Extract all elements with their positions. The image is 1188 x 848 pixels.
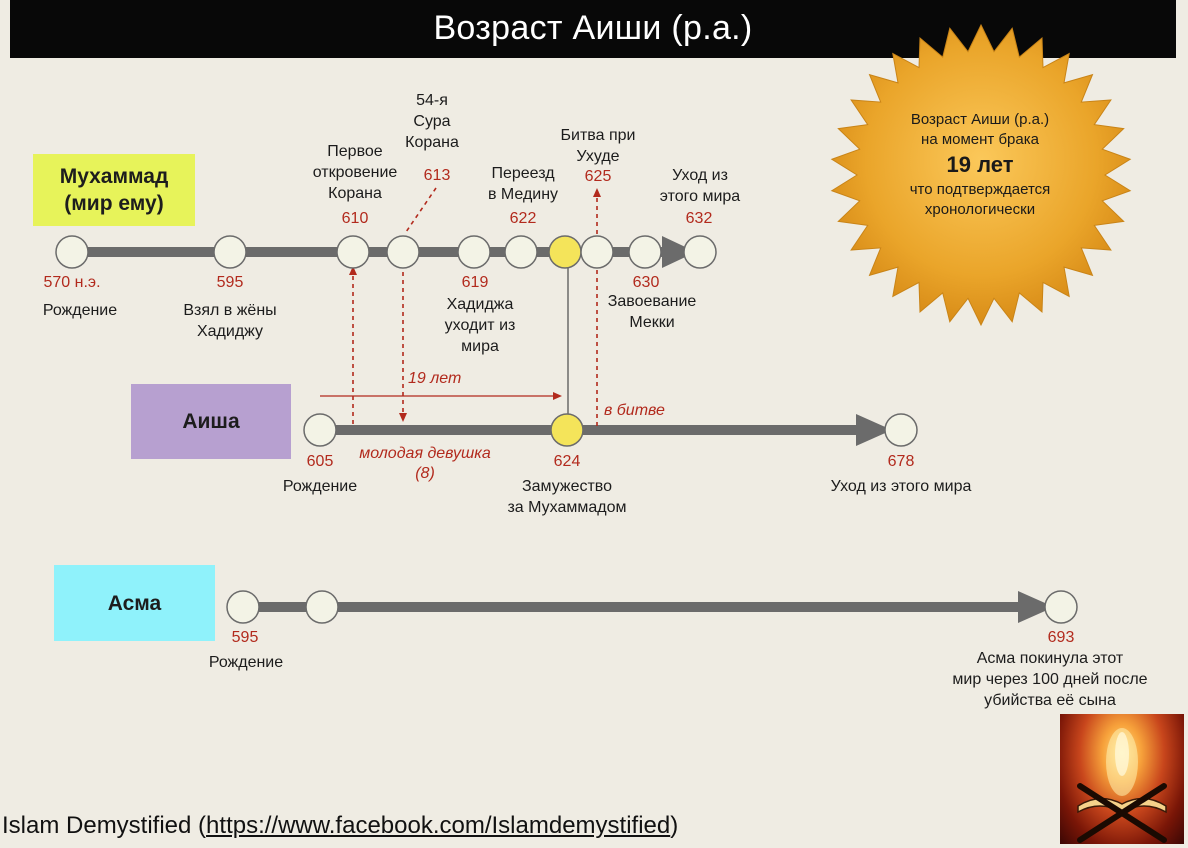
event-678-aisha-death: Уход из этого мира (830, 478, 972, 495)
event-630-conquest-mecca: Завоевание Мекки (592, 291, 712, 333)
muhammad-blessing: (мир ему) (64, 192, 164, 215)
source-name: Islam Demystified ( (2, 812, 207, 839)
starburst-badge (830, 23, 1132, 327)
event-693-line3: убийства её сына (984, 692, 1116, 709)
event-630-line2: Мекки (629, 314, 675, 331)
source-credit: Islam Demystified (https://www.facebook.… (2, 812, 678, 840)
event-625-line2: Ухуде (576, 148, 620, 165)
year-619: 619 (461, 274, 489, 291)
event-613-line1: 54-я (416, 92, 448, 109)
event-622-line2: в Медину (487, 186, 559, 203)
node-muhammad-630 (628, 235, 662, 269)
year-570: 570 н.э. (43, 274, 101, 291)
person-label-muhammad: Мухаммад (мир ему) (33, 154, 195, 226)
node-muhammad-622 (504, 235, 538, 269)
burst-line3: что подтверждается (909, 181, 1051, 198)
aisha-timeline-arrowhead (856, 414, 892, 446)
event-613-line3: Корана (405, 134, 459, 151)
node-muhammad-625 (580, 235, 614, 269)
event-605-aisha-birth: Рождение (282, 478, 358, 495)
node-aisha-624 (550, 413, 584, 447)
note-young-girl-age: (8) (415, 465, 435, 482)
sura-613-pointer (405, 187, 437, 233)
starburst-text: Возраст Аиши (р.а.) на момент брака 19 л… (860, 110, 1100, 220)
burst-line1: Возраст Аиши (р.а.) (910, 111, 1050, 128)
node-muhammad-613 (386, 235, 420, 269)
year-625: 625 (584, 168, 612, 185)
event-624-line1: Замужество (521, 478, 613, 495)
burst-line2: на момент брака (921, 131, 1039, 148)
note-young-girl-text: молодая девушка (359, 445, 491, 462)
burst-age: 19 лет (946, 152, 1014, 177)
node-asma-595 (226, 590, 260, 624)
event-619-line3: мира (461, 338, 499, 355)
year-678: 678 (887, 453, 915, 470)
event-570-birth: Рождение (42, 302, 118, 319)
year-605: 605 (306, 453, 334, 470)
event-613-sura-54: 54-я Сура Корана (392, 90, 472, 153)
node-muhammad-595 (213, 235, 247, 269)
node-aisha-605 (303, 413, 337, 447)
event-693-line1: Асма покинула этот (976, 650, 1124, 667)
event-619-line1: Хадиджа (446, 296, 514, 313)
note-young-girl: молодая девушка (8) (340, 444, 510, 484)
muhammad-timeline-arrowhead (662, 236, 696, 268)
event-624-marriage: Замужество за Мухаммадом (487, 476, 647, 518)
node-muhammad-624 (548, 235, 582, 269)
node-aisha-678 (884, 413, 918, 447)
person-label-aisha: Аиша (131, 384, 291, 459)
event-693-asma-death: Асма покинула этот мир через 100 дней по… (915, 648, 1185, 711)
muhammad-name: Мухаммад (59, 165, 169, 188)
event-632-line2: этого мира (659, 188, 741, 205)
event-693-line2: мир через 100 дней после (952, 671, 1148, 688)
event-625-battle-uhud: Битва при Ухуде (543, 125, 653, 167)
node-muhammad-570 (55, 235, 89, 269)
person-label-asma: Асма (54, 565, 215, 641)
node-asma-693 (1044, 590, 1078, 624)
source-url-link[interactable]: https://www.facebook.com/Islamdemystifie… (206, 812, 671, 839)
quran-logo-image (1060, 714, 1184, 844)
event-613-line2: Сура (413, 113, 451, 130)
event-624-line2: за Мухаммадом (507, 499, 627, 516)
node-asma-605 (305, 590, 339, 624)
node-muhammad-610 (336, 235, 370, 269)
asma-timeline (243, 591, 1054, 623)
node-muhammad-632 (683, 235, 717, 269)
event-610-line2: откровение (312, 164, 398, 181)
event-630-line1: Завоевание (607, 293, 697, 310)
source-close: ) (670, 812, 679, 839)
aisha-timeline (320, 414, 892, 446)
event-619-khadija-death: Хадиджа уходит из мира (420, 294, 540, 357)
note-nineteen-years: 19 лет (408, 370, 462, 387)
year-asma-595: 595 (231, 629, 259, 646)
year-632: 632 (685, 210, 713, 227)
note-in-battle: в битве (604, 402, 665, 419)
year-610: 610 (341, 210, 369, 227)
year-622: 622 (509, 210, 537, 227)
event-622-line1: Переезд (491, 165, 555, 182)
year-693: 693 (1047, 629, 1075, 646)
event-619-line2: уходит из (444, 317, 516, 334)
event-632-death: Уход из этого мира (640, 165, 760, 207)
event-625-line1: Битва при (560, 127, 636, 144)
event-632-line1: Уход из (672, 167, 728, 184)
event-595-marriage-khadija: Взял в жёны Хадиджу (160, 300, 300, 342)
event-622-hijra: Переезд в Медину (468, 163, 578, 205)
year-595: 595 (216, 274, 244, 291)
event-610-line1: Первое (327, 143, 383, 160)
event-595-line1: Взял в жёны (183, 302, 277, 319)
year-624: 624 (553, 453, 581, 470)
node-muhammad-619 (457, 235, 491, 269)
quran-stand-icon (1077, 728, 1167, 843)
event-610-first-revelation: Первое откровение Корана (300, 141, 410, 204)
event-610-line3: Корана (328, 185, 382, 202)
event-asma-birth: Рождение (208, 654, 284, 671)
event-595-line2: Хадиджу (196, 323, 264, 340)
year-630: 630 (632, 274, 660, 291)
year-613: 613 (423, 167, 451, 184)
burst-line4: хронологически (924, 201, 1036, 218)
asma-timeline-arrowhead (1018, 591, 1054, 623)
